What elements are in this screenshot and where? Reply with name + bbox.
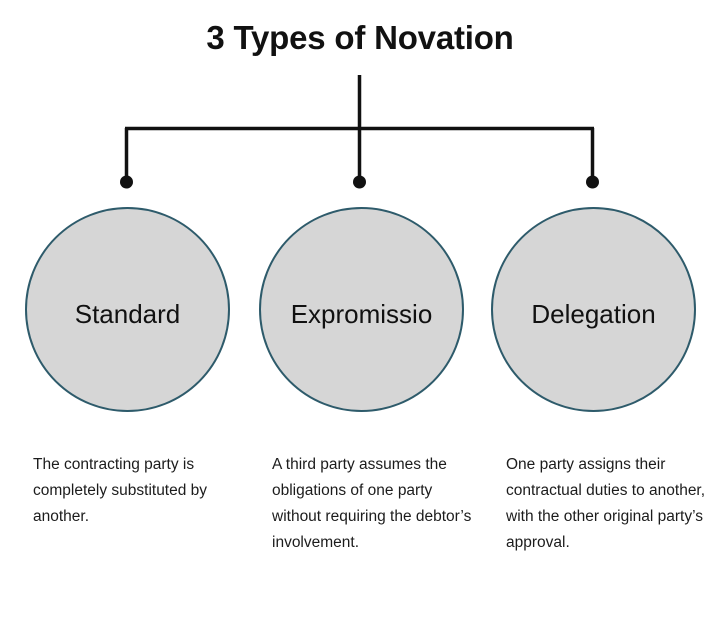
connector-dot-left bbox=[120, 175, 133, 189]
connector-dot-center bbox=[353, 175, 366, 189]
node-circle-expromissio[interactable]: Expromissio bbox=[259, 207, 464, 412]
node-description-delegation: One party assigns their contractual duti… bbox=[506, 456, 706, 551]
node-label: Expromissio bbox=[290, 299, 433, 329]
node-label: Standard bbox=[74, 299, 181, 329]
page-title: 3 Types of Novation bbox=[206, 19, 514, 56]
node-description-standard: The contracting party is completely subs… bbox=[33, 456, 208, 525]
connector-dot-right bbox=[586, 175, 599, 189]
node-label: Delegation bbox=[531, 299, 656, 329]
node-description-expromissio: A third party assumes the obligations of… bbox=[272, 456, 472, 551]
node-circle-standard[interactable]: Standard bbox=[25, 207, 230, 412]
node-circle-delegation[interactable]: Delegation bbox=[491, 207, 696, 412]
